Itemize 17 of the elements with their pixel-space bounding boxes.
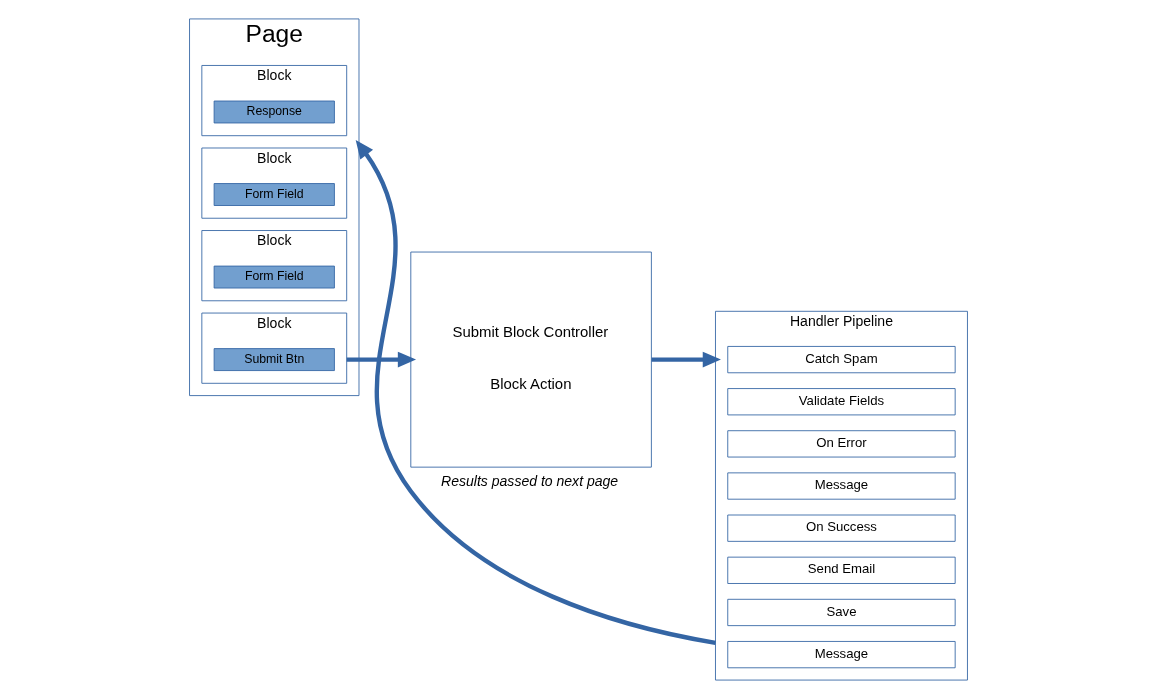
node-box: Form Field [213, 265, 335, 289]
node-box: Validate Fields [726, 388, 956, 416]
node-box: Response [213, 100, 335, 124]
node-box: Submit Btn [213, 348, 335, 371]
arrow [355, 140, 716, 645]
node-box: Catch Spam [726, 346, 956, 374]
node-box: Message [726, 472, 956, 500]
node-box: Message [726, 641, 956, 669]
arrow [651, 351, 721, 368]
node-box: Save [726, 598, 956, 627]
arrow [346, 351, 416, 368]
edge-label: Results passed to next page [440, 472, 618, 489]
node-box: Form Field [213, 183, 335, 206]
node-box: On Error [726, 430, 956, 458]
node-box: On Success [726, 514, 956, 542]
node-box: Send Email [726, 556, 956, 584]
node-box: Submit Block Controller Block Action [409, 251, 652, 468]
